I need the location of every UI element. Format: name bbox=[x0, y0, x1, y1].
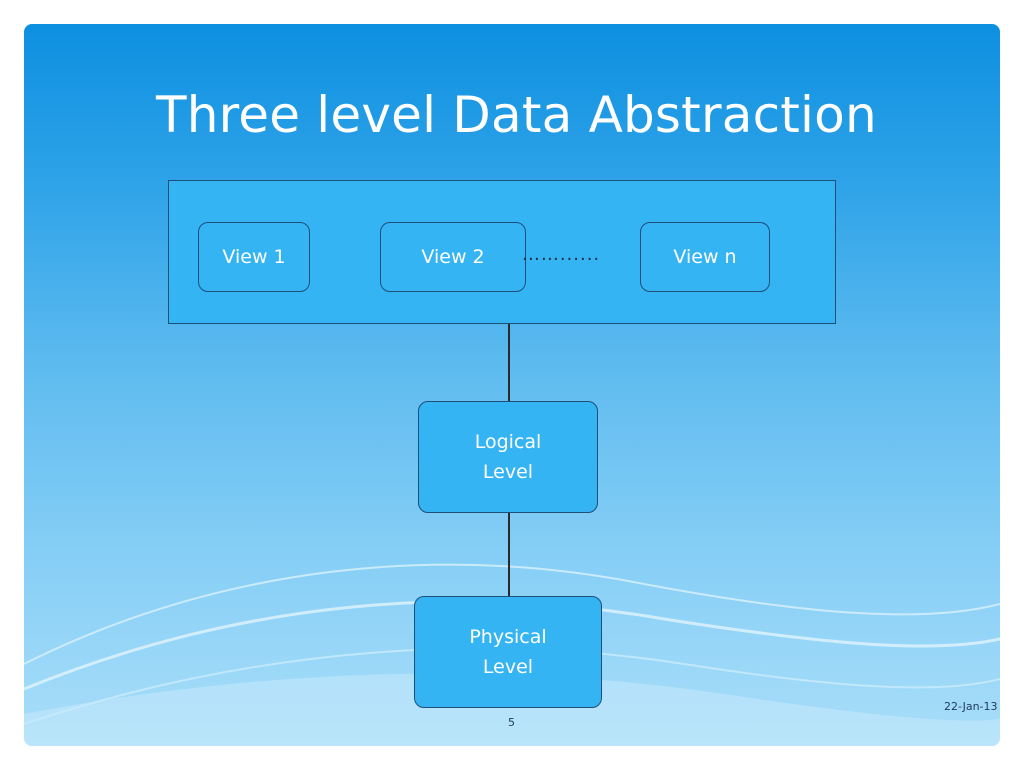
connector-external-logical bbox=[508, 324, 510, 401]
view-n-box: View n bbox=[640, 222, 770, 292]
view-1-label: View 1 bbox=[222, 246, 286, 268]
view-1-box: View 1 bbox=[198, 222, 310, 292]
physical-level-line1: Physical bbox=[469, 626, 547, 648]
logical-level-line2: Level bbox=[482, 461, 534, 483]
slide-number: 5 bbox=[508, 716, 515, 729]
background-waves bbox=[24, 563, 1000, 746]
physical-level-box: Physical Level bbox=[414, 596, 602, 708]
connector-logical-physical bbox=[508, 513, 510, 596]
logical-level-line1: Logical bbox=[474, 431, 542, 453]
logical-level-box: Logical Level bbox=[418, 401, 598, 513]
physical-level-line2: Level bbox=[482, 656, 534, 678]
view-n-label: View n bbox=[673, 246, 737, 268]
view-2-box: View 2 bbox=[380, 222, 526, 292]
slide-title: Three level Data Abstraction bbox=[156, 86, 877, 144]
views-ellipsis: ……...... bbox=[521, 244, 601, 265]
view-2-label: View 2 bbox=[421, 246, 485, 268]
slide-date: 22-Jan-13 bbox=[944, 700, 998, 713]
